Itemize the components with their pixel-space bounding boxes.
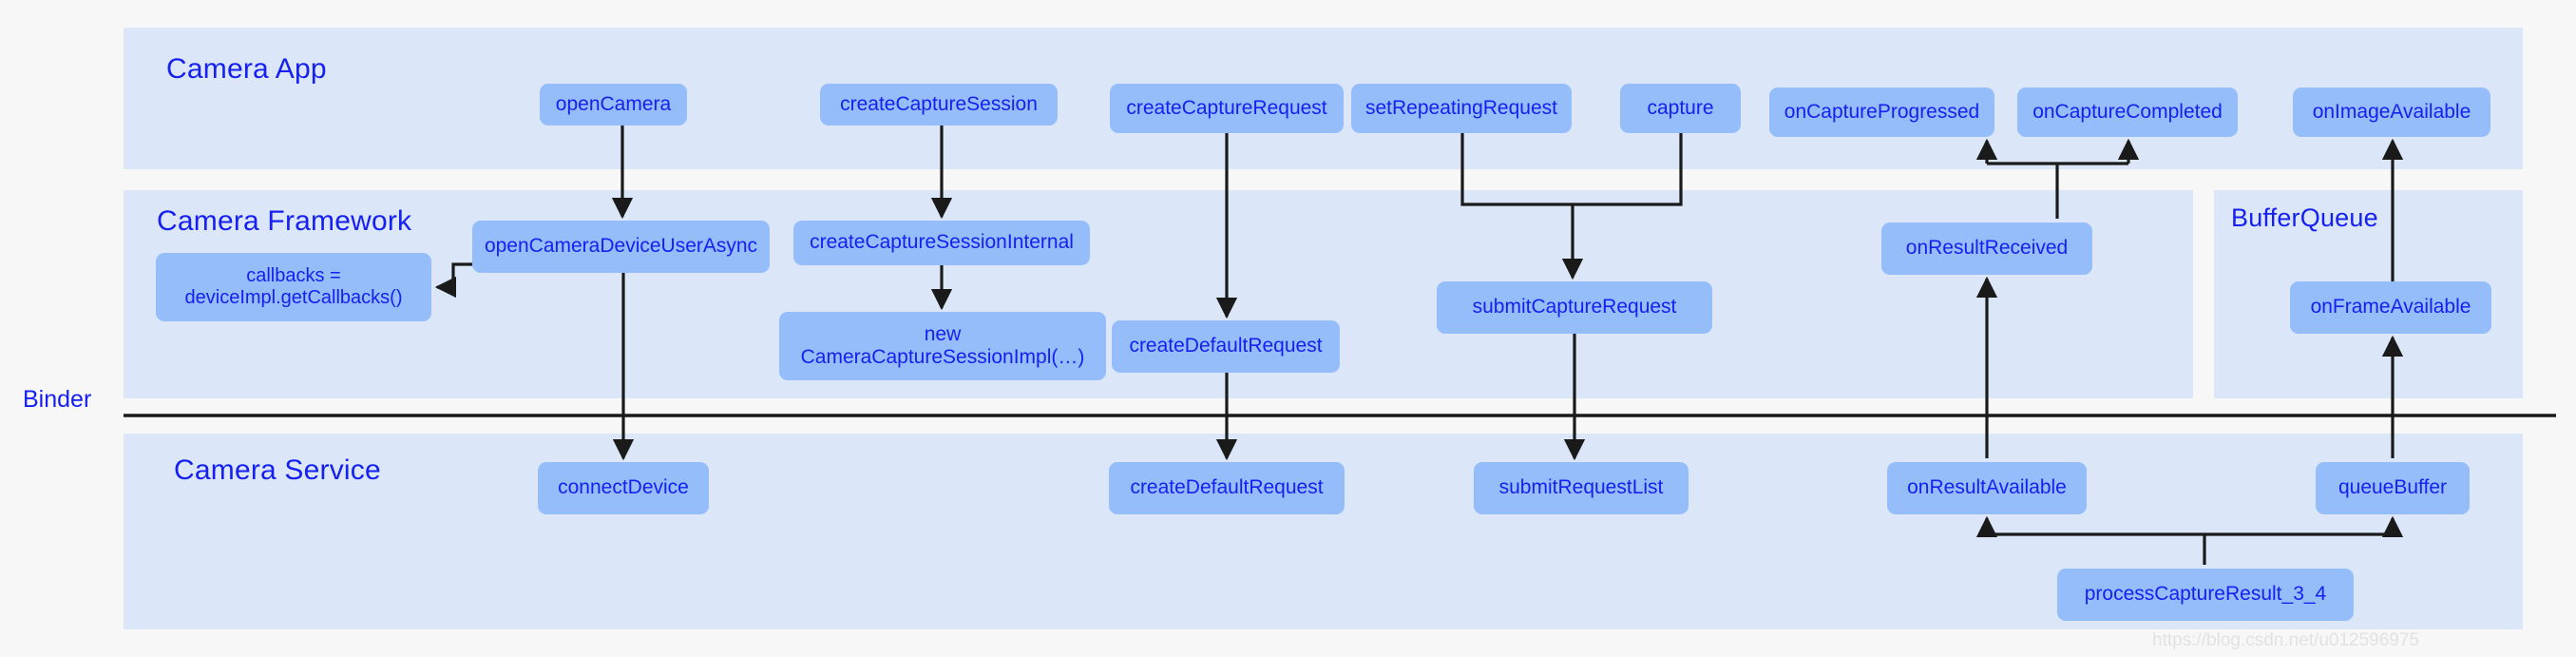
node-newCameraCaptureSessionImpl[interactable]: new CameraCaptureSessionImpl(…) [779,312,1106,380]
lane-title-buffer-queue: BufferQueue [2231,203,2378,232]
node-onResultAvailable[interactable]: onResultAvailable [1887,462,2087,514]
node-setRepeatingRequest[interactable]: setRepeatingRequest [1351,84,1572,133]
node-submitCaptureRequest[interactable]: submitCaptureRequest [1437,281,1712,334]
node-capture[interactable]: capture [1620,84,1741,133]
node-queueBuffer[interactable]: queueBuffer [2316,462,2470,514]
node-onFrameAvailable[interactable]: onFrameAvailable [2290,281,2491,334]
node-createCaptureSessionInternal[interactable]: createCaptureSessionInternal [793,221,1090,265]
node-openCameraDeviceUserAsync[interactable]: openCameraDeviceUserAsync [472,221,770,273]
node-submitRequestList[interactable]: submitRequestList [1474,462,1689,514]
node-onCaptureProgressed[interactable]: onCaptureProgressed [1769,87,1994,137]
binder-label: Binder [23,386,92,413]
node-connectDevice[interactable]: connectDevice [538,462,709,514]
node-createDefaultRequest-service[interactable]: createDefaultRequest [1109,462,1345,514]
node-createCaptureSession[interactable]: createCaptureSession [820,84,1058,126]
node-onResultReceived[interactable]: onResultReceived [1881,222,2092,275]
node-onCaptureCompleted[interactable]: onCaptureCompleted [2017,87,2238,137]
node-onImageAvailable[interactable]: onImageAvailable [2293,87,2490,137]
node-createCaptureRequest[interactable]: createCaptureRequest [1110,84,1344,133]
lane-title-camera-framework: Camera Framework [157,205,412,237]
node-createDefaultRequest-framework[interactable]: createDefaultRequest [1112,320,1340,373]
node-openCamera[interactable]: openCamera [540,84,687,126]
watermark: https://blog.csdn.net/u012596975 [2152,630,2420,650]
node-processCaptureResult[interactable]: processCaptureResult_3_4 [2057,569,2354,621]
lane-title-camera-service: Camera Service [174,454,381,486]
node-callbacks-assignment[interactable]: callbacks = deviceImpl.getCallbacks() [156,253,431,321]
lane-title-camera-app: Camera App [166,53,327,85]
